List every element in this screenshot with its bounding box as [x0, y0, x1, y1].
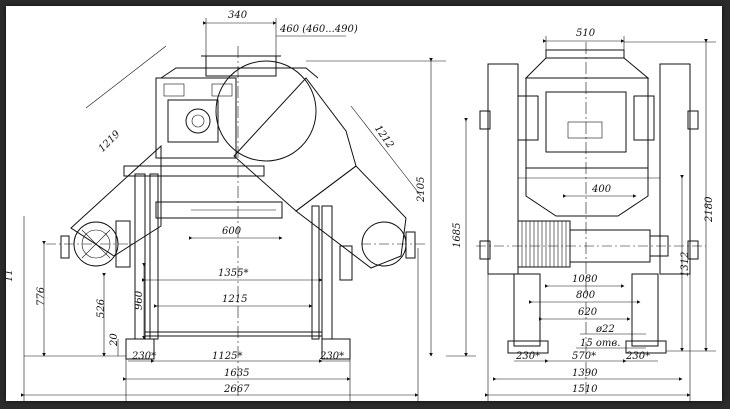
dim-h2105: 2105 [416, 177, 427, 203]
dim-side-top: 510 [576, 28, 596, 39]
dim-side-foot-left: 230* [515, 351, 540, 362]
left-leg-inner [149, 173, 159, 340]
technical-drawing: 340 460 (460...490) 1219 1212 600 1355* … [6, 10, 716, 401]
dim-side-h1312: 1312 [680, 252, 691, 277]
right-leg-inner [311, 205, 320, 340]
upper-beam [123, 165, 265, 177]
right-guard-upper [233, 77, 357, 212]
dim-side-d22: ø22 [595, 324, 615, 335]
right-side-plate [659, 63, 691, 275]
dim-side-400: 400 [591, 184, 612, 195]
dim-base-inner: 1125* [212, 351, 242, 362]
dim-inlet: 460 (460...490) [279, 24, 358, 35]
left-leg [134, 173, 146, 340]
dim-side-1080: 1080 [572, 274, 598, 285]
right-guard-lower [295, 165, 407, 269]
dim-h960: 960 [134, 290, 145, 310]
front-view: 340 460 (460...490) 1219 1212 600 1355* … [6, 10, 476, 401]
side-view: 510 400 1080 800 620 ø22 15 отв. 230* 57… [476, 28, 716, 401]
dim-side-foot-right: 230* [625, 351, 650, 362]
dim-side-holes: 15 отв. [580, 338, 620, 349]
cross-beam [155, 201, 283, 219]
dim-h776: 776 [36, 286, 47, 306]
side-housing [525, 77, 649, 169]
side-inlet [545, 49, 625, 59]
left-guard [70, 144, 162, 257]
dim-side-1390: 1390 [572, 368, 598, 379]
dim-overall: 2667 [223, 384, 250, 395]
dim-beam: 600 [222, 226, 242, 237]
dim-side-1510: 1510 [572, 384, 598, 395]
dim-top-width: 340 [228, 10, 248, 21]
crusher-housing [155, 77, 237, 159]
rotor-circle [185, 108, 211, 134]
right-leg [321, 205, 333, 340]
dim-left-arm: 1219 [97, 128, 123, 154]
dim-foot-right: 230* [319, 351, 344, 362]
inlet-hopper [205, 55, 277, 77]
dim-foot-left: 230* [131, 351, 156, 362]
dim-side-mid: 570* [572, 351, 596, 362]
dim-h526: 526 [96, 298, 107, 318]
dim-h20: 20 [109, 333, 120, 347]
dim-side-800: 800 [576, 290, 596, 301]
dim-span-inner: 1355* [218, 268, 248, 279]
dim-side-620: 620 [578, 307, 598, 318]
dim-h1685: 1685 [452, 223, 463, 248]
dim-span-mid: 1215 [222, 294, 247, 305]
right-pulley-top [215, 60, 317, 162]
left-side-plate [487, 63, 519, 275]
drawing-sheet: 340 460 (460...490) 1219 1212 600 1355* … [6, 6, 722, 401]
dim-side-h2180: 2180 [704, 196, 715, 223]
dim-hcut: 11 [6, 269, 15, 282]
dim-overall-base: 1635 [224, 368, 249, 379]
